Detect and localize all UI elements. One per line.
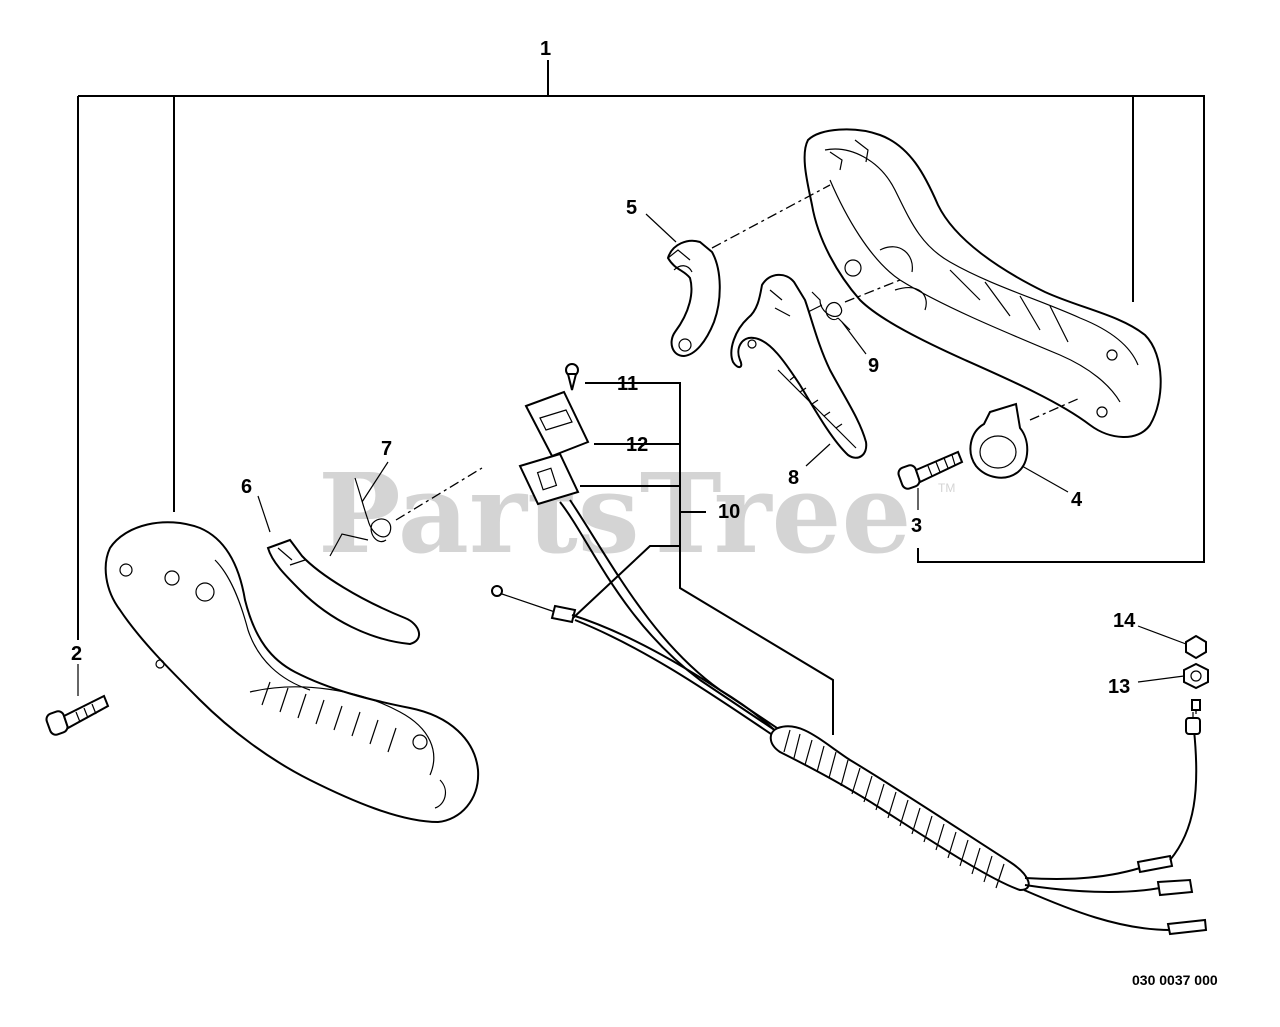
- assembly-bracket-1: [77, 60, 1205, 640]
- part-12-clip-plate: [524, 390, 590, 458]
- watermark-trademark: TM: [938, 481, 955, 495]
- watermark: PartsTree TM: [318, 449, 955, 578]
- rear-handle-half: [803, 128, 1162, 438]
- part-10-wire-harness: [491, 499, 1208, 936]
- callout-labels: 1 2 3 4 5 6 7 8 9 10 11 12 13 14: [71, 38, 1136, 698]
- callout-11: 11: [617, 373, 638, 395]
- part-6-trigger: [266, 538, 420, 646]
- part-10-switch: [518, 452, 580, 506]
- drawing-number: 030 0037 000: [1132, 972, 1218, 988]
- part-7-spring: [329, 467, 483, 557]
- callout-14: 14: [1113, 610, 1136, 632]
- callout-5: 5: [626, 197, 637, 219]
- callout-3: 3: [911, 515, 922, 537]
- part-11-screw: [565, 363, 579, 391]
- callout-8: 8: [788, 467, 799, 489]
- part-5-lock-lever: [666, 184, 831, 358]
- callout-9: 9: [868, 355, 879, 377]
- callout-10: 10: [718, 501, 740, 523]
- callout-6: 6: [241, 476, 252, 498]
- part-14-nut: [1185, 634, 1207, 660]
- callout-12: 12: [626, 434, 648, 456]
- harness-bracket-10: [572, 382, 834, 735]
- watermark-text: PartsTree: [318, 449, 912, 578]
- callout-7: 7: [381, 438, 392, 460]
- part-4-clamp: [969, 397, 1081, 479]
- part-9-spring: [807, 279, 901, 331]
- part-8-throttle-trigger: [730, 273, 868, 459]
- part-13-nut: [1183, 662, 1209, 690]
- callout-2: 2: [71, 643, 82, 665]
- front-handle-half: [104, 521, 480, 824]
- callout-4: 4: [1071, 489, 1083, 511]
- part-2-screw: [45, 694, 110, 736]
- leader-lines: [77, 213, 1187, 696]
- callout-1: 1: [540, 38, 551, 60]
- callout-13: 13: [1108, 676, 1130, 698]
- part-3-bolt: [897, 450, 964, 490]
